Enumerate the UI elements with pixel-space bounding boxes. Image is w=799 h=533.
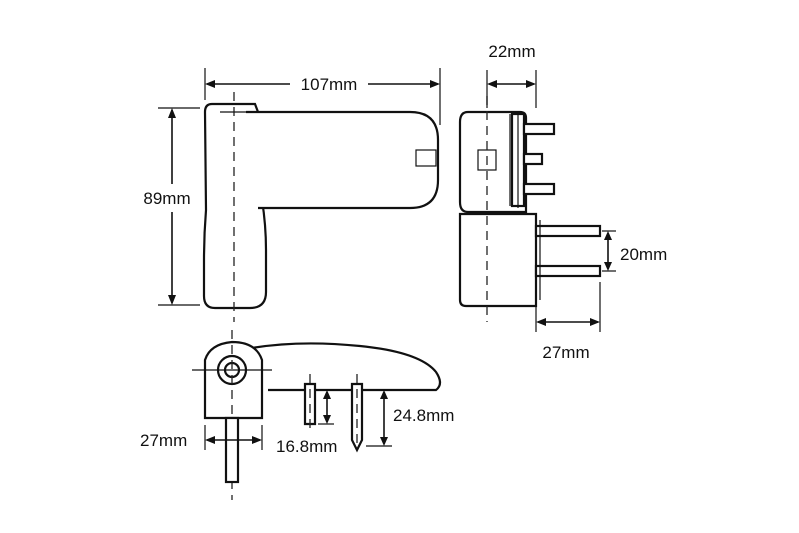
label-89mm: 89mm xyxy=(143,189,190,208)
label-16-8mm: 16.8mm xyxy=(276,437,337,456)
label-27mm-side: 27mm xyxy=(542,343,589,362)
label-22mm: 22mm xyxy=(488,42,535,61)
front-view-barrel xyxy=(202,102,268,310)
side-view-lower-block xyxy=(458,212,538,308)
front-view-slot xyxy=(415,149,437,167)
side-view: 22mm 20mm 27mm xyxy=(458,42,667,362)
label-27mm-bottom: 27mm xyxy=(140,431,187,450)
dim-20: 20mm xyxy=(602,230,667,272)
plan-view-flag-plate xyxy=(251,342,442,392)
dim-27-bottom: 27mm xyxy=(140,425,263,450)
side-view-lower-pins xyxy=(534,220,602,300)
dim-27-side: 27mm xyxy=(535,282,601,362)
plan-view-plate-pins xyxy=(303,374,364,453)
label-20mm: 20mm xyxy=(620,245,667,264)
dim-24-8: 24.8mm xyxy=(366,389,454,447)
side-view-upper-pins xyxy=(509,112,556,208)
label-107mm: 107mm xyxy=(301,75,358,94)
front-view-flag-plate xyxy=(246,110,440,210)
label-24-8mm: 24.8mm xyxy=(393,406,454,425)
dim-107: 107mm xyxy=(204,68,441,125)
dim-16-8: 16.8mm xyxy=(276,389,337,456)
front-view: 107mm 89mm xyxy=(143,68,441,322)
dim-22: 22mm xyxy=(486,42,537,108)
plan-view-bottom-pin xyxy=(224,416,240,484)
plan-view: 27mm 16.8mm 24.8mm xyxy=(140,330,454,500)
dim-89: 89mm xyxy=(143,107,200,306)
